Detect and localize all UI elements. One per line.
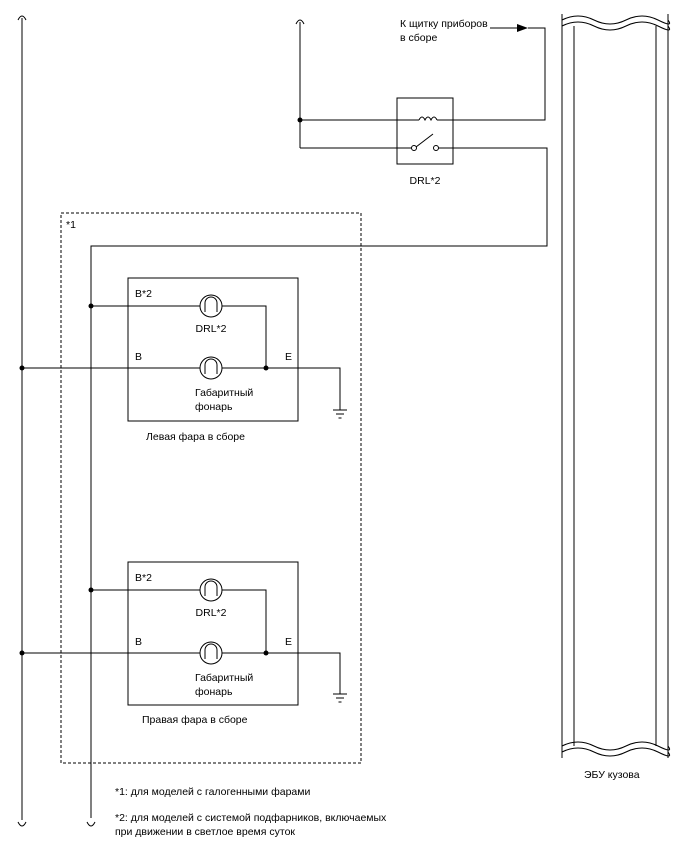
ecu-break-bottom-icon xyxy=(561,741,671,751)
relay-label: DRL*2 xyxy=(410,175,441,187)
lamp-bulb-icon xyxy=(199,641,223,665)
footnotes: *1: для моделей с галогенными фарами *2:… xyxy=(115,786,387,838)
drl-filament-icon xyxy=(204,296,218,312)
relay-switch-icon xyxy=(415,133,434,148)
body-ecu: ЭБУ кузова xyxy=(561,14,671,781)
drl-terminal-label: B*2 xyxy=(135,572,152,584)
junction-dot xyxy=(19,650,25,656)
drl-label: DRL*2 xyxy=(196,607,227,619)
halogen-region: *1 xyxy=(60,212,362,764)
left-headlight-box xyxy=(127,277,299,422)
drl-terminal-label: B*2 xyxy=(135,288,152,300)
relay-feed-wire xyxy=(295,19,410,149)
junction-dot xyxy=(297,117,303,123)
lamp-bulb-icon xyxy=(199,356,223,380)
drl-bulb-icon xyxy=(199,578,223,602)
relay-box xyxy=(396,97,454,165)
instrument-cluster-note: в сборе xyxy=(400,32,437,44)
lamp-label: Габаритный xyxy=(195,387,253,399)
instrument-cluster-note: К щитку приборов xyxy=(400,18,488,30)
relay-contact-icon xyxy=(411,145,417,151)
main-terminal-label: B xyxy=(135,636,142,648)
relay-coil-icon xyxy=(418,116,438,122)
right-headlight-box xyxy=(127,561,299,706)
ecu-break-top-icon xyxy=(561,15,671,25)
drl-label: DRL*2 xyxy=(196,323,227,335)
drl-filament-icon xyxy=(204,580,218,596)
ecu-break-bottom-icon xyxy=(561,747,671,757)
lamp-filament-icon xyxy=(204,643,218,659)
left-bus-wire xyxy=(17,15,27,827)
footnote-1: *1: для моделей с галогенными фарами xyxy=(115,786,310,798)
relay-contact-icon xyxy=(433,145,439,151)
arrow-icon xyxy=(517,24,528,32)
junction-dot xyxy=(19,365,25,371)
lamp-label: Габаритный xyxy=(195,672,253,684)
left-headlight-caption: Левая фара в сборе xyxy=(146,431,245,443)
ground-icon xyxy=(333,409,347,419)
lamp-label: фонарь xyxy=(195,401,233,413)
footnote-2: *2: для моделей с системой подфарников, … xyxy=(115,812,387,824)
ground-icon xyxy=(333,693,347,703)
region-note: *1 xyxy=(66,219,76,231)
drl-bulb-icon xyxy=(199,294,223,318)
lamp-filament-icon xyxy=(204,358,218,374)
dashed-region-box xyxy=(60,212,362,764)
left-headlight-assembly: B*2 DRL*2 B E Габаритный фонарь Левая фа… xyxy=(19,277,347,443)
right-headlight-assembly: B*2 DRL*2 B E Габаритный фонарь Правая ф… xyxy=(19,561,347,726)
junction-dot xyxy=(263,650,269,656)
junction-dot xyxy=(263,365,269,371)
ground-terminal-label: E xyxy=(285,636,292,648)
main-terminal-label: B xyxy=(135,351,142,363)
lamp-label: фонарь xyxy=(195,686,233,698)
ecu-break-top-icon xyxy=(561,21,671,31)
ground-terminal-label: E xyxy=(285,351,292,363)
ecu-label: ЭБУ кузова xyxy=(584,769,640,781)
right-headlight-caption: Правая фара в сборе xyxy=(142,714,248,726)
instrument-cluster-wire: К щитку приборов в сборе xyxy=(400,18,546,121)
footnote-2: при движении в светлое время суток xyxy=(115,826,295,838)
drl-relay: DRL*2 xyxy=(396,97,454,187)
